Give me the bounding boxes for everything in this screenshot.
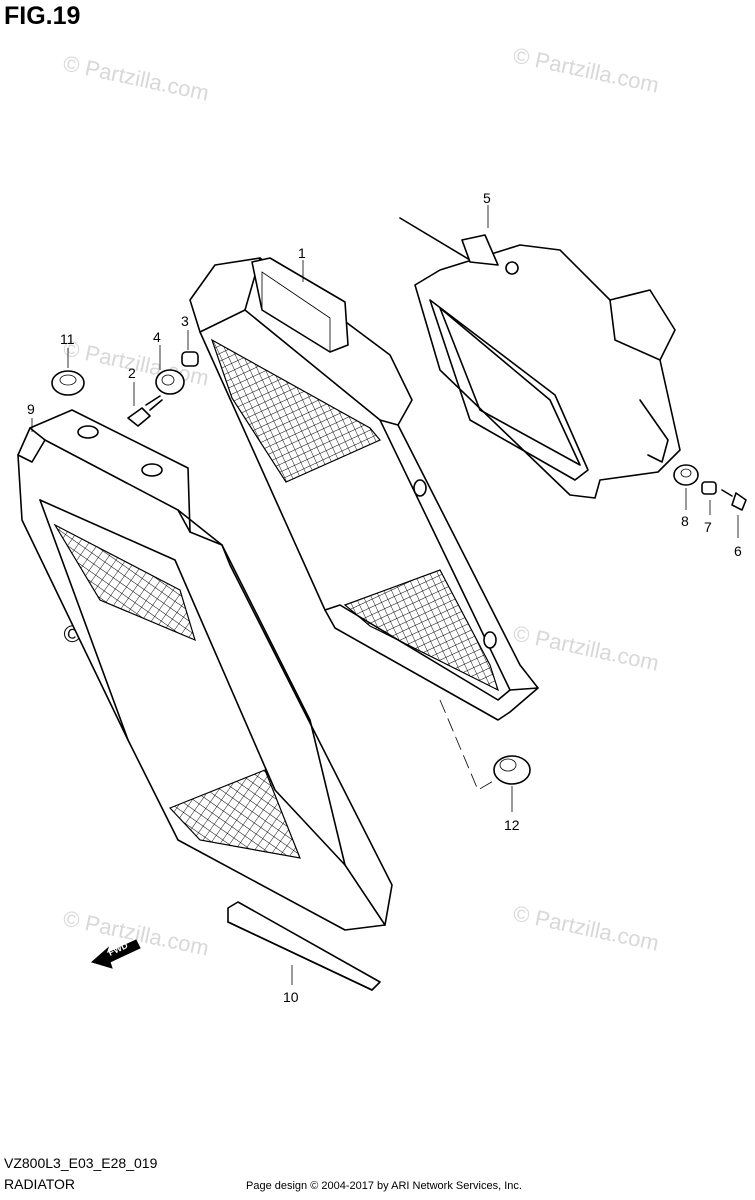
callout-12: 12 bbox=[504, 817, 520, 833]
page-code: VZ800L3_E03_E28_019 bbox=[4, 1155, 158, 1171]
watermark: © Partzilla.com bbox=[511, 42, 661, 97]
grommet-part-4 bbox=[155, 369, 185, 395]
bolt-part-2 bbox=[127, 395, 163, 427]
callout-11: 11 bbox=[60, 331, 75, 347]
callout-2: 2 bbox=[128, 365, 136, 381]
callout-9: 9 bbox=[27, 401, 35, 417]
callouts: 1 2 3 4 5 6 7 8 9 10 11 12 bbox=[27, 190, 742, 1005]
callout-8: 8 bbox=[681, 513, 689, 529]
page-name: RADIATOR bbox=[4, 1176, 76, 1192]
radiator-strip-part-10 bbox=[227, 901, 381, 991]
watermark: © Partzilla.com bbox=[61, 905, 211, 960]
copyright-notice: Page design © 2004-2017 by ARI Network S… bbox=[246, 1180, 522, 1192]
watermark: © Partzilla.com bbox=[61, 50, 211, 105]
grommet-part-12 bbox=[493, 755, 531, 785]
radiator-cover-part-9 bbox=[17, 409, 393, 931]
collar-part-3 bbox=[181, 351, 199, 367]
callout-4: 4 bbox=[153, 329, 161, 345]
grommet-part-8 bbox=[673, 464, 699, 486]
callout-6: 6 bbox=[734, 543, 742, 559]
fwd-arrow-icon: FWD bbox=[90, 939, 141, 969]
callout-3: 3 bbox=[181, 313, 189, 329]
leader-lines bbox=[31, 205, 739, 985]
radiator-core-part-1 bbox=[189, 257, 539, 721]
figure-title: FIG.19 bbox=[4, 2, 81, 30]
callout-7: 7 bbox=[704, 519, 712, 535]
fan-shroud-part-5 bbox=[399, 217, 681, 499]
grommet-part-11 bbox=[51, 370, 85, 396]
collar-part-7 bbox=[701, 481, 717, 495]
watermark: © Partzilla.com bbox=[511, 900, 661, 955]
callout-10: 10 bbox=[283, 989, 299, 1005]
watermark: © Partzilla.com bbox=[511, 620, 661, 675]
callout-1: 1 bbox=[298, 245, 306, 261]
bolt-part-6 bbox=[721, 489, 747, 511]
callout-5: 5 bbox=[483, 190, 491, 206]
